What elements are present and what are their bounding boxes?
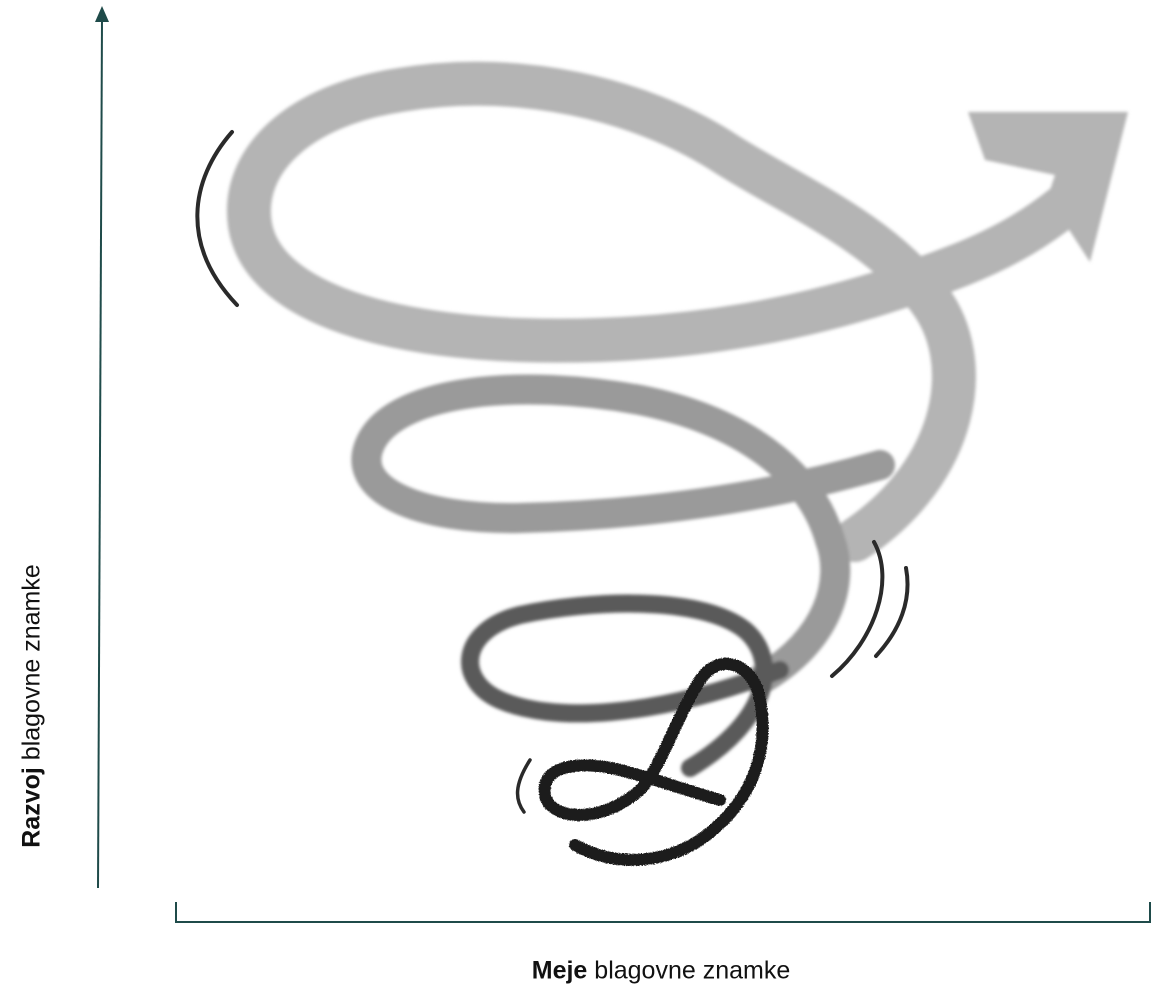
x-axis-bracket bbox=[176, 902, 1150, 922]
y-axis-label-rest: blagovne znamke bbox=[18, 564, 46, 767]
y-axis-label: Razvoj blagovne znamke bbox=[18, 564, 47, 848]
spiral-loop-lower bbox=[470, 604, 780, 768]
y-axis-label-bold: Razvoj bbox=[18, 767, 46, 848]
motion-marks-bottom-left bbox=[518, 760, 530, 812]
y-axis-arrowhead bbox=[95, 6, 109, 22]
x-axis-label-rest: blagovne znamke bbox=[587, 957, 790, 985]
y-axis-line bbox=[98, 20, 102, 888]
x-axis-label: Meje blagovne znamke bbox=[532, 957, 791, 986]
x-axis-label-bold: Meje bbox=[532, 957, 588, 985]
spiral-loop-middle bbox=[366, 389, 880, 680]
